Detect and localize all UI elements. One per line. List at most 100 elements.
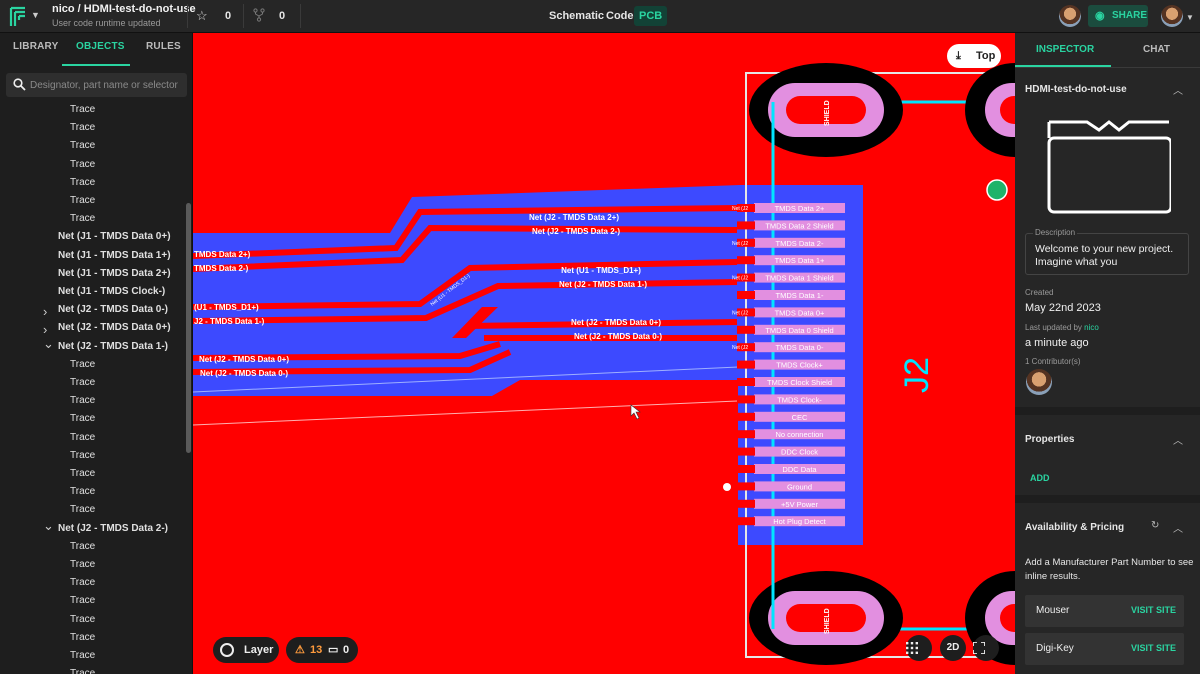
tree-item-label: Trace [70,358,96,370]
tab-pcb[interactable]: PCB [634,6,668,26]
tree-item-label: Trace [70,413,96,425]
user-avatar[interactable] [1161,5,1183,27]
pin-pad[interactable]: TMDS Data 0+Net (J2 [732,307,845,318]
add-property-button[interactable]: ADD [1030,473,1050,483]
pin-pad[interactable]: TMDS Clock Shield [737,377,845,387]
tree-item-trace[interactable]: Trace [70,392,95,410]
chevron-down-icon[interactable]: ⌄ [43,517,54,533]
chevron-down-icon[interactable]: ⌄ [43,335,54,351]
pin-pad[interactable]: DDC Clock [737,446,845,457]
tab-schematic[interactable]: Schematic [549,10,605,22]
pin-label: No connection [776,430,824,439]
tab-library[interactable]: LIBRARY [13,41,59,52]
tab-inspector[interactable]: INSPECTOR [1036,44,1095,55]
issues-counter[interactable]: ⚠ 13 ▭ 0 [286,637,358,663]
tree-item-net[interactable]: Net (J2 - TMDS Data 0+) [58,319,171,337]
layer-toggle[interactable]: Layer [213,637,279,663]
tree-item-net[interactable]: Net (J2 - TMDS Data 0-) [58,301,168,319]
visit-site-button[interactable]: VISIT SITE [1130,605,1176,615]
pin-pad[interactable]: DDC Data [737,464,845,474]
pin-pad[interactable]: CEC [737,411,845,422]
pin-pad[interactable]: TMDS Data 1+ [737,255,845,266]
search-input[interactable] [30,77,182,93]
tree-item-trace[interactable]: Trace [70,119,95,137]
pin-pad[interactable]: Ground [737,481,845,492]
refresh-icon[interactable]: ↻ [1151,520,1160,531]
layer-view-top-button[interactable]: ⤓ Top [947,44,1001,68]
tree-item-trace[interactable]: Trace [70,156,95,174]
pin-pad[interactable]: TMDS Clock- [737,394,845,405]
tree-item-trace[interactable]: Trace [70,647,95,665]
tree-scrollbar[interactable] [186,203,191,453]
tree-item-trace[interactable]: Trace [70,611,95,629]
user-menu-caret-icon[interactable]: ▼ [1186,13,1194,22]
tree-item-trace[interactable]: Trace [70,374,95,392]
app-menu-caret-icon[interactable]: ▼ [31,10,40,20]
pin-pad[interactable]: TMDS Data 0 Shield [737,324,845,335]
pin-pad[interactable]: +5V Power [737,498,845,509]
tree-item-net[interactable]: Net (J2 - TMDS Data 2-) [58,520,168,538]
pin-pad[interactable]: TMDS Clock+ [737,359,845,370]
tree-item-trace[interactable]: Trace [70,174,95,192]
description-text[interactable]: Welcome to your new project. Imagine wha… [1035,243,1174,268]
tree-item-trace[interactable]: Trace [70,629,95,647]
tab-rules[interactable]: RULES [146,41,181,52]
tree-item-net[interactable]: Net (J1 - TMDS Data 2+) [58,265,171,283]
pin-pad[interactable]: TMDS Data 2 Shield [737,220,845,231]
contributor-avatar[interactable] [1026,369,1052,395]
tree-item-trace[interactable]: Trace [70,410,95,428]
created-label: Created [1025,288,1054,297]
tree-item-trace[interactable]: Trace [70,574,95,592]
tree-item-trace[interactable]: Trace [70,429,95,447]
updated-by-link[interactable]: nico [1084,323,1099,332]
pcb-drawing[interactable]: SHIELD SHIELD J2 TMDS Data 2+Net (J2TMDS… [193,33,1015,674]
pin-pad[interactable]: TMDS Data 0-Net (J2 [732,342,845,353]
tree-item-trace[interactable]: Trace [70,210,95,228]
chevron-up-icon[interactable]: ︿ [1173,524,1183,535]
description-field[interactable]: Description Welcome to your new project.… [1025,228,1189,275]
tree-item-net[interactable]: Net (J1 - TMDS Data 0+) [58,228,171,246]
tree-item-trace[interactable]: Trace [70,356,95,374]
tree-item-trace[interactable]: Trace [70,101,95,119]
project-title[interactable]: nico / HDMI-test-do-not-use [52,3,196,15]
tree-item-net[interactable]: Net (J2 - TMDS Data 1-) [58,338,168,356]
tree-item-label: Net (J1 - TMDS Clock-) [58,286,166,297]
pin-pad[interactable]: Hot Plug Detect [737,516,845,527]
collaborator-avatar[interactable] [1059,5,1081,27]
share-button[interactable]: ◉ SHARE [1088,5,1148,27]
shield-pad-bottom-left [749,571,903,665]
pin-pad[interactable]: TMDS Data 2+Net (J2 [732,203,845,213]
tree-item-trace[interactable]: Trace [70,447,95,465]
tree-item-trace[interactable]: Trace [70,501,95,519]
tree-item-trace[interactable]: Trace [70,465,95,483]
pin-pad[interactable]: TMDS Data 1- [737,290,845,300]
tree-item-trace[interactable]: Trace [70,538,95,556]
tree-item-trace[interactable]: Trace [70,192,95,210]
tab-objects[interactable]: OBJECTS [76,41,125,52]
grid-toggle-button[interactable] [906,635,932,661]
tree-item-trace[interactable]: Trace [70,592,95,610]
tree-item-trace[interactable]: Trace [70,556,95,574]
fullscreen-button[interactable] [973,635,999,661]
chevron-right-icon[interactable]: › [43,322,48,338]
tree-item-trace[interactable]: Trace [70,665,95,674]
chevron-up-icon[interactable]: ︿ [1173,86,1183,97]
tab-code[interactable]: Code [606,10,634,22]
chevron-up-icon[interactable]: ︿ [1173,436,1183,447]
pin-pad[interactable]: No connection [737,429,845,440]
visit-site-button[interactable]: VISIT SITE [1130,643,1176,653]
tab-chat[interactable]: CHAT [1143,44,1171,55]
tree-item-net[interactable]: Net (J1 - TMDS Clock-) [58,283,165,301]
star-icon[interactable]: ☆ [196,8,208,23]
tree-item-trace[interactable]: Trace [70,483,95,501]
view-2d-button[interactable]: 2D [940,635,966,661]
tree-item-net[interactable]: Net (J1 - TMDS Data 1+) [58,247,171,265]
chevron-right-icon[interactable]: › [43,304,48,320]
flux-logo-icon[interactable] [9,6,27,28]
object-search[interactable] [6,73,187,97]
fork-icon[interactable] [253,8,265,22]
pin-pad[interactable]: TMDS Data 2-Net (J2 [732,237,845,248]
tree-item-trace[interactable]: Trace [70,137,95,155]
